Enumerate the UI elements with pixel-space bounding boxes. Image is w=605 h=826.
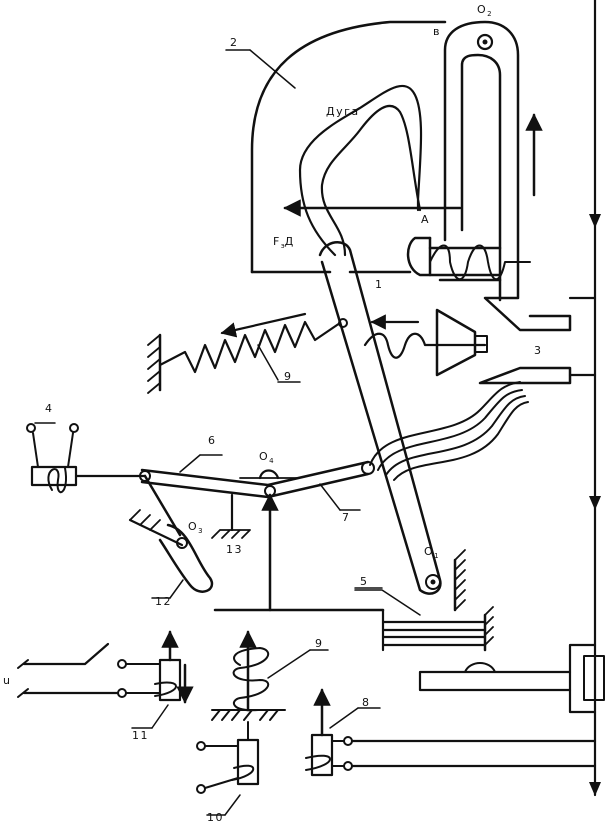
coil-4 [26,422,147,494]
electric-arc [298,84,423,257]
relay-11 [117,630,194,729]
arc-chute [250,20,447,274]
label-10: 10 [207,811,224,824]
pneumatic-drive [363,308,488,377]
label-8: 8 [362,696,371,709]
label-force: FэД [273,235,295,250]
toggle-linkage [139,454,370,612]
label-12: 12 [155,595,172,608]
label-9-top: 9 [284,370,293,383]
label-arc: Дуга [326,105,360,118]
label-v: в [433,25,441,38]
label-7: 7 [342,511,351,524]
relay-8 [305,688,597,777]
main-contact-lever [318,241,442,595]
pivot-o2-center [482,39,488,45]
closing-spring-lower [211,630,329,721]
voltage-input [17,642,120,698]
opening-spring [147,312,342,394]
label-13: 13 [226,543,243,556]
coil-10 [196,721,260,816]
pivot-o1 [425,574,441,590]
latch-plate-5 [213,589,494,652]
label-o2: О2 [477,3,492,18]
arcing-contact-3 [369,366,572,481]
ground-o1 [453,549,466,612]
label-6: 6 [208,434,217,447]
label-u: u [3,674,11,687]
label-o1: О1 [424,545,439,560]
label-11: 11 [132,729,149,742]
trip-latch [128,474,214,599]
label-5: 5 [360,575,369,588]
contact-rail-right [406,20,572,332]
label-o4: О4 [259,450,274,465]
label-9-bottom: 9 [315,637,324,650]
label-3: 3 [534,344,543,357]
right-bus [418,0,605,797]
label-2: 2 [230,36,239,49]
label-a: А [421,213,430,226]
label-4: 4 [45,402,54,415]
label-1: 1 [375,278,384,291]
label-o3: О3 [188,520,203,535]
pivot-o2 [476,33,494,51]
